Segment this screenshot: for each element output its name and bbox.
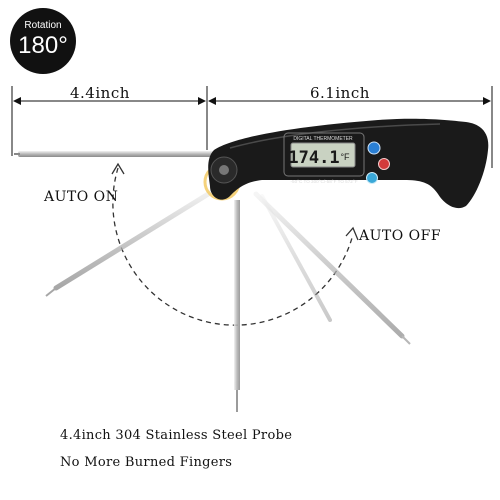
- caption-fingers: No More Burned Fingers: [60, 455, 233, 470]
- rotation-badge: Rotation 180°: [10, 8, 76, 74]
- rotation-text: Rotation: [24, 20, 62, 31]
- probe-ghost-right-2: [260, 194, 332, 322]
- body-length-label: 6.1inch: [310, 84, 370, 102]
- rotation-degrees: 180°: [18, 32, 68, 59]
- probe-main: [14, 151, 214, 157]
- probe-ghost-right: [253, 191, 411, 345]
- probe-length-label: 4.4inch: [70, 84, 130, 102]
- brand-text: DIGITAL THERMOMETER: [293, 136, 353, 142]
- temperature-unit: °F: [340, 152, 350, 162]
- lcd-screen: [290, 142, 356, 168]
- range-text: -50°C TO 300°C/-58°F TO 572°F: [290, 179, 357, 184]
- probe-ghost-center: [234, 200, 240, 412]
- unit-button[interactable]: [366, 172, 378, 184]
- auto-on-label: AUTO ON: [44, 189, 119, 205]
- hold-button[interactable]: [378, 158, 390, 170]
- dimension-lines: [11, 86, 493, 168]
- rotation-arc: [112, 167, 353, 326]
- probe-ghost-left: [45, 185, 221, 297]
- caption-probe: 4.4inch 304 Stainless Steel Probe: [60, 428, 293, 443]
- temperature-reading: 174.1: [288, 148, 339, 168]
- power-button[interactable]: [367, 141, 381, 155]
- auto-off-label: AUTO OFF: [359, 228, 442, 244]
